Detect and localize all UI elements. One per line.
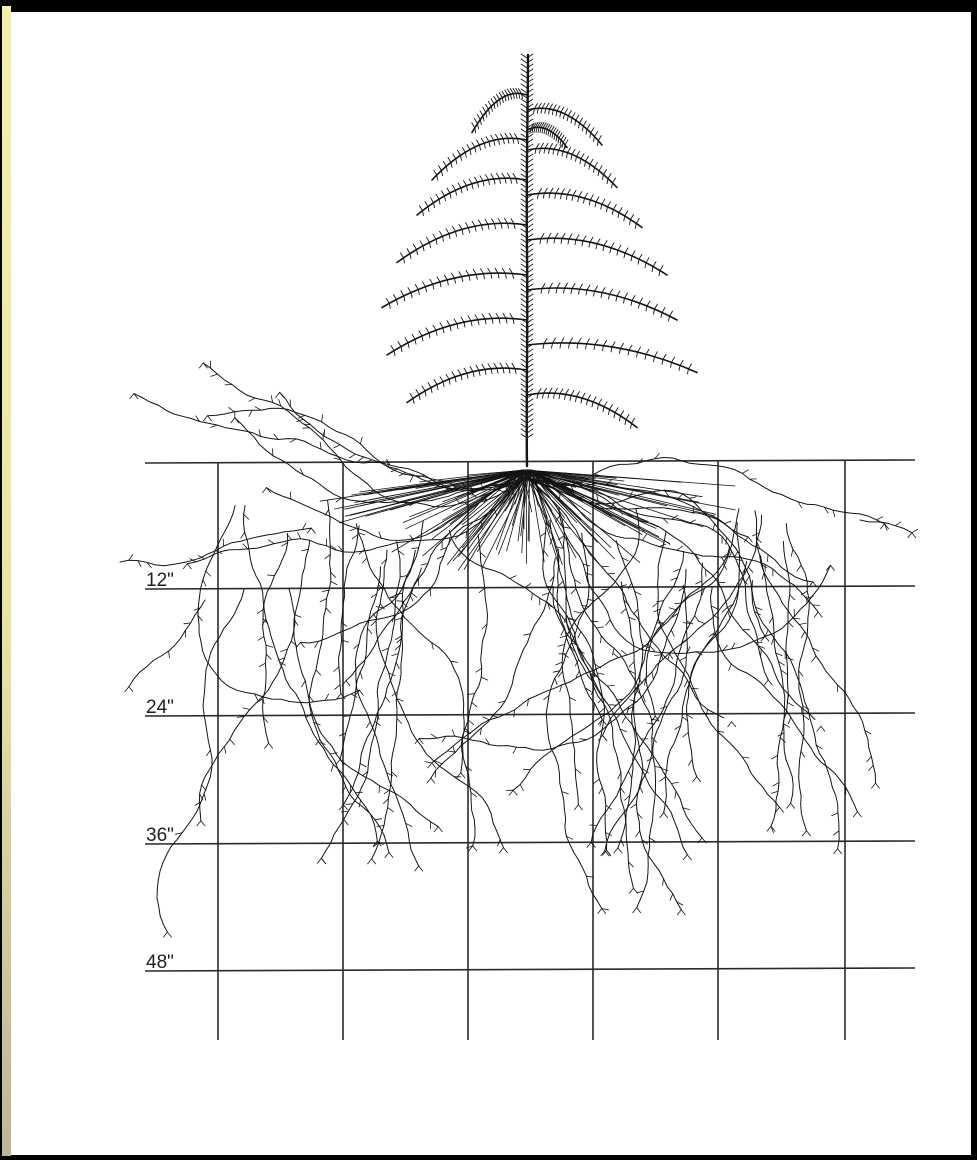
depth-label-36: 36": [146, 825, 174, 846]
diagram-paper: 12" 24" 36" 48": [11, 12, 971, 1155]
grid-line-24: [145, 713, 915, 716]
grid-line-12: [145, 586, 915, 589]
left-edge-strip: [2, 6, 11, 1156]
depth-label-12: 12": [146, 570, 174, 591]
tree-root-diagram: 12" 24" 36" 48": [11, 12, 971, 1155]
tree-trunk: [527, 55, 528, 466]
soil-surface-line: [145, 460, 915, 463]
depth-label-48: 48": [146, 952, 174, 973]
depth-label-24: 24": [146, 697, 174, 718]
root-system: [120, 361, 918, 937]
grid-line-48: [145, 968, 915, 971]
seedling-crown: [382, 54, 697, 466]
grid-line-36: [145, 841, 915, 844]
